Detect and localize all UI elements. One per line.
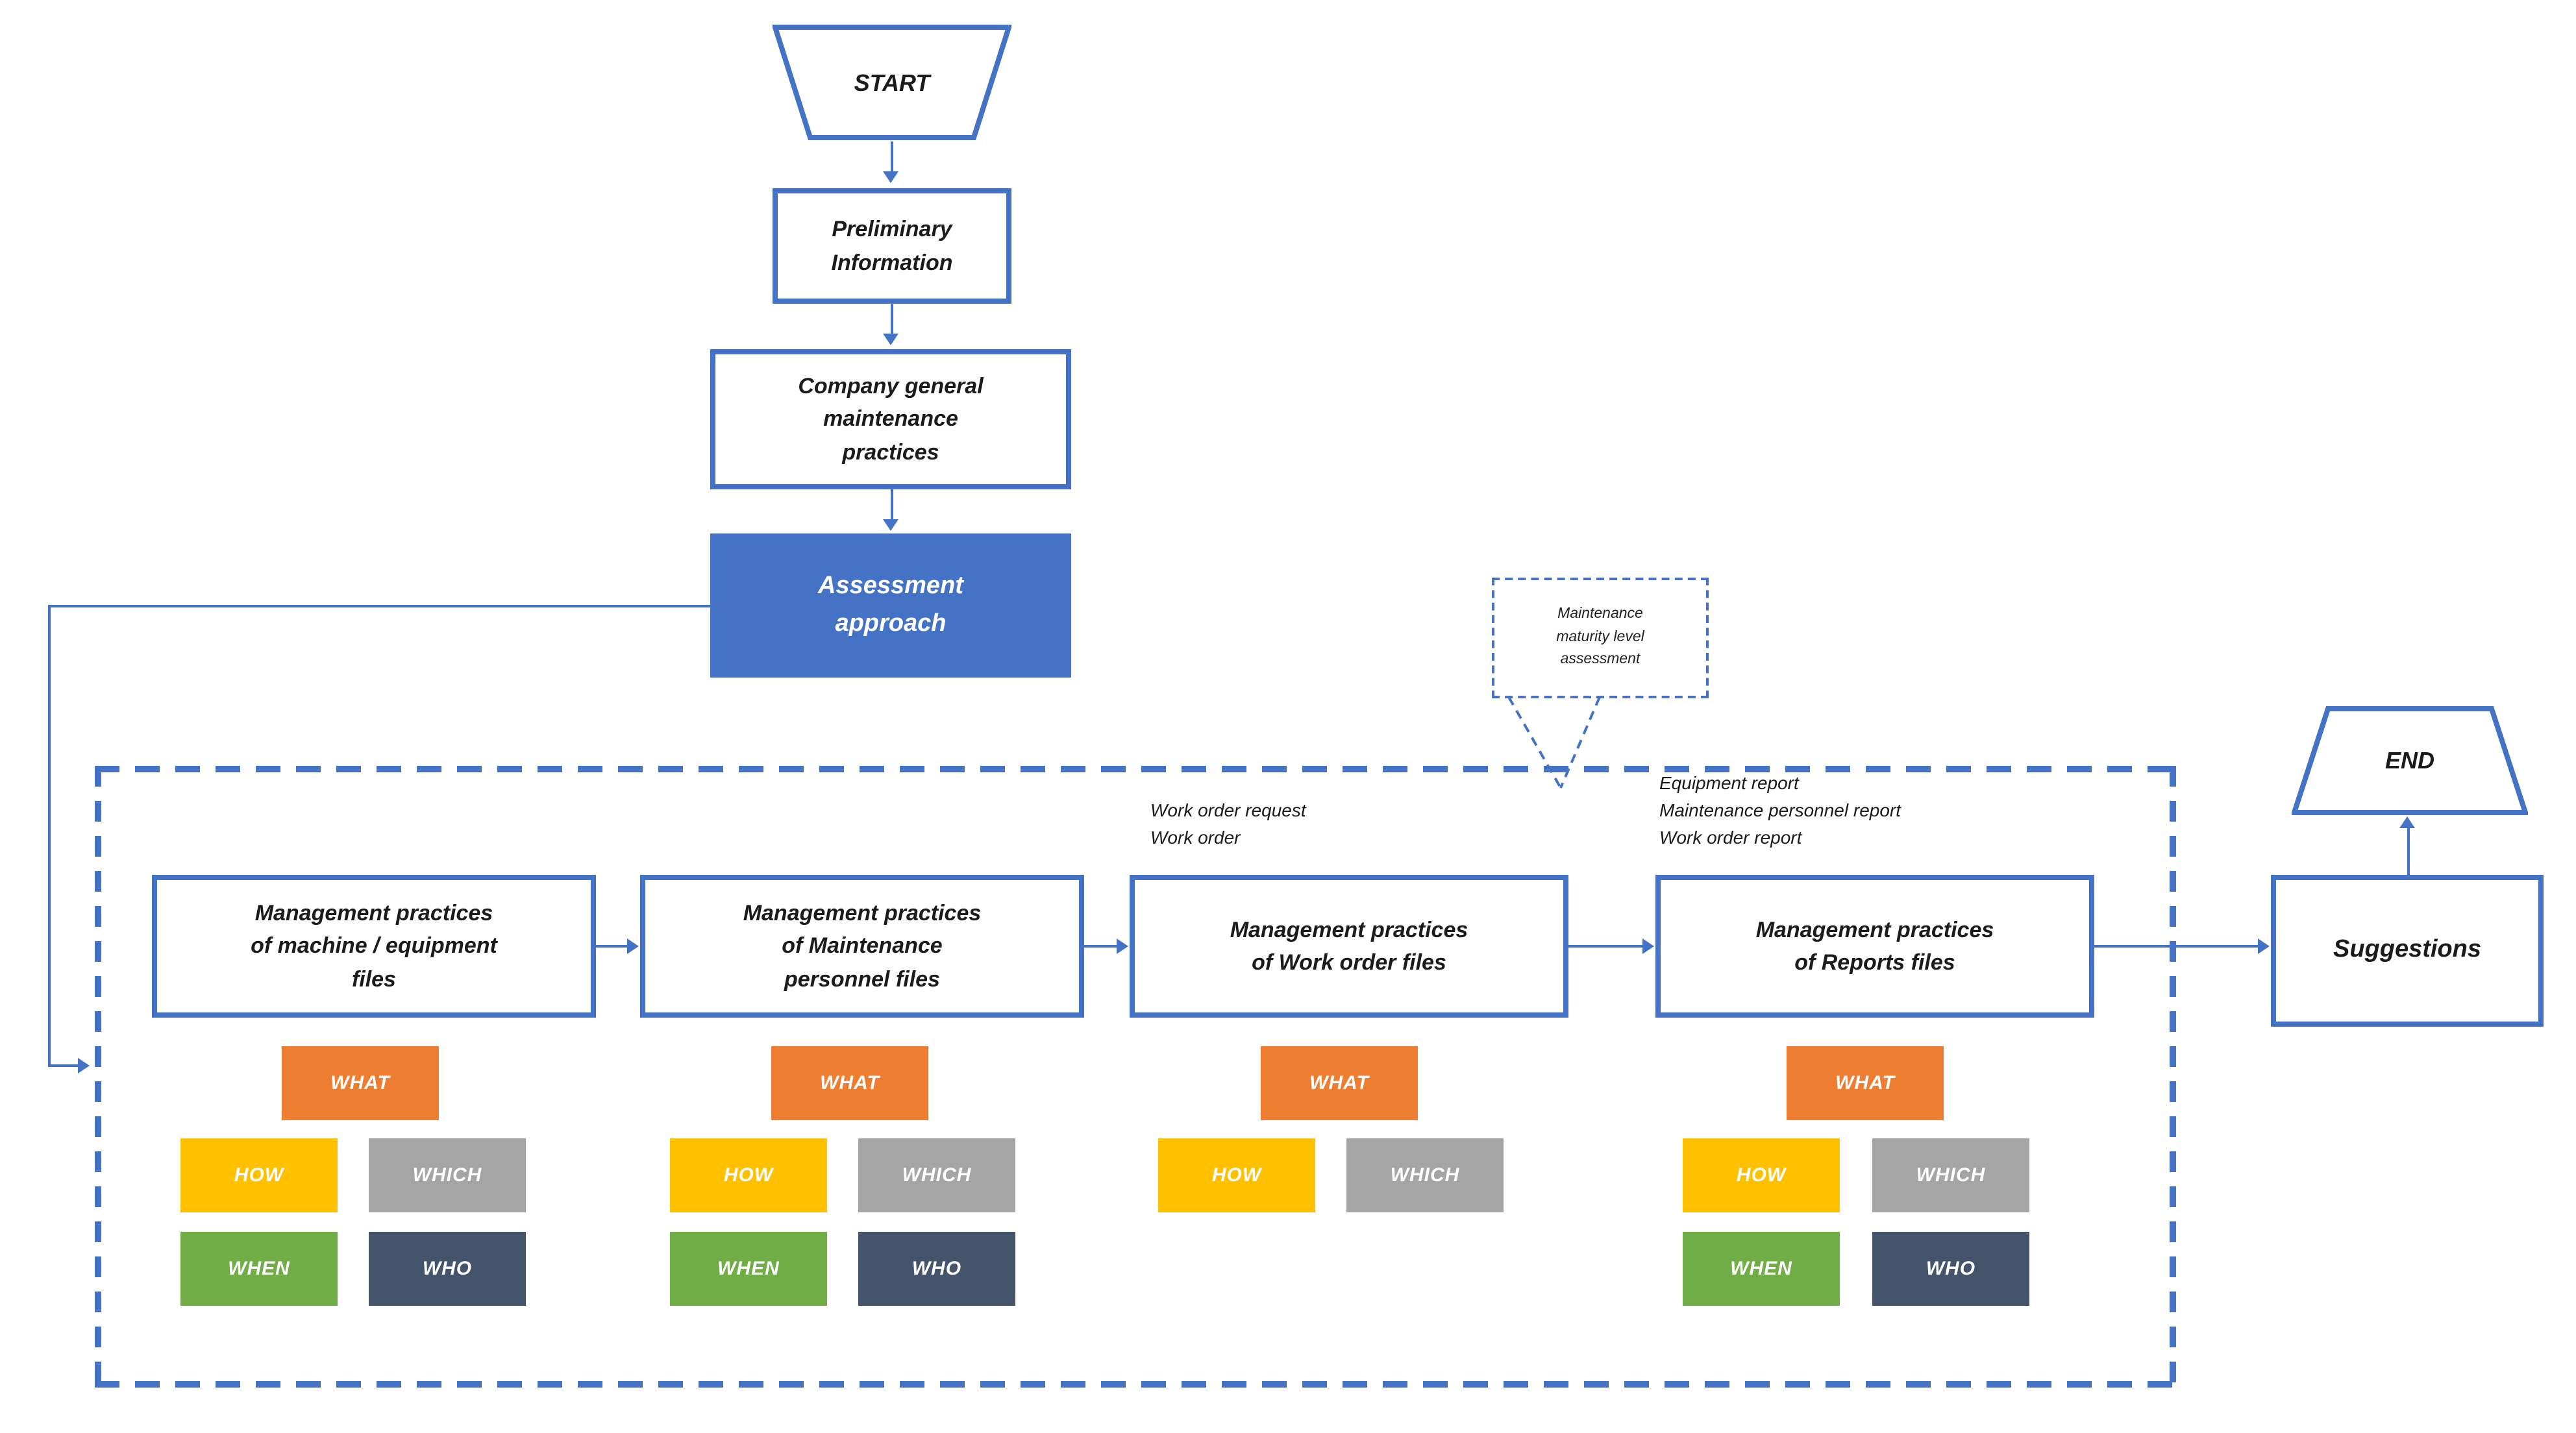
mgmt-box-machine-equipment-label: Management practices of machine / equipm… (251, 900, 497, 992)
mgmt-box-reports-label: Management practices of Reports files (1755, 917, 1994, 975)
mgmt-box-work-order-label: Management practices of Work order files (1230, 917, 1468, 975)
arrowhead-right-icon (627, 938, 639, 954)
tag-who: WHO (369, 1232, 526, 1306)
start-terminator: START (771, 25, 1013, 141)
arrowhead-down-icon (883, 334, 898, 345)
arrowhead-right-icon (2258, 938, 2270, 954)
tag-who: WHO (858, 1232, 1015, 1306)
tag-what: WHAT (1261, 1046, 1418, 1120)
tag-when: WHEN (670, 1232, 827, 1306)
assessment-boundary-left (95, 766, 101, 1388)
tag-which: WHICH (369, 1138, 526, 1212)
mgmt-box-maintenance-personnel: Management practices of Maintenance pers… (640, 875, 1084, 1018)
note-line: Maintenance personnel report (1659, 800, 1901, 820)
tag-what: WHAT (1787, 1046, 1944, 1120)
arrow-box1-to-box2 (596, 945, 628, 948)
arrow-box3-to-box4 (1568, 945, 1644, 948)
tag-which: WHICH (1346, 1138, 1504, 1212)
tag-what: WHAT (282, 1046, 439, 1120)
mgmt-box-maintenance-personnel-label: Management practices of Maintenance pers… (743, 900, 982, 992)
feedback-connector-left (48, 605, 51, 1066)
feedback-connector-top (48, 605, 710, 607)
suggestions-label: Suggestions (2333, 936, 2481, 964)
end-trapezoid-shape (2290, 706, 2529, 815)
company-practices-label: Company general maintenance practices (798, 373, 984, 465)
start-trapezoid-shape (771, 25, 1013, 140)
tag-which: WHICH (858, 1138, 1015, 1212)
note-line: Work order request (1150, 800, 1306, 820)
mgmt-box-work-order: Management practices of Work order files (1130, 875, 1568, 1018)
mgmt-box-reports: Management practices of Reports files (1655, 875, 2094, 1018)
tag-what: WHAT (771, 1046, 928, 1120)
tag-when: WHEN (180, 1232, 338, 1306)
preliminary-information-box: Preliminary Information (773, 188, 1011, 304)
assessment-boundary-top (95, 766, 2176, 772)
arrowhead-up-icon (2399, 816, 2415, 828)
note-line: Equipment report (1659, 772, 1799, 793)
tag-how: HOW (670, 1138, 827, 1212)
end-label: END (2384, 747, 2434, 773)
arrow-box4-to-suggestions (2094, 945, 2259, 948)
end-terminator: END (2290, 706, 2529, 815)
arrowhead-right-icon (1642, 938, 1654, 954)
tag-who: WHO (1872, 1232, 2029, 1306)
arrow-start-to-preliminary (891, 141, 893, 173)
tag-when: WHEN (1683, 1232, 1840, 1306)
arrow-box2-to-box3 (1084, 945, 1118, 948)
tag-which: WHICH (1872, 1138, 2029, 1212)
suggestions-box: Suggestions (2271, 875, 2544, 1027)
arrow-suggestions-to-end (2407, 827, 2410, 875)
maturity-callout: Maintenance maturity level assessment (1492, 578, 1709, 698)
assessment-approach-label: Assessment approach (818, 572, 963, 637)
arrow-company-to-assessment (891, 489, 893, 521)
note-line: Work order report (1659, 827, 1802, 848)
preliminary-information-label: Preliminary Information (831, 217, 953, 275)
arrowhead-down-icon (883, 171, 898, 183)
arrowhead-right-icon (1117, 938, 1128, 954)
work-order-note: Work order request Work order (1150, 797, 1306, 851)
callout-pointer (1507, 697, 1601, 789)
maturity-callout-label: Maintenance maturity level assessment (1556, 606, 1644, 668)
tag-how: HOW (1158, 1138, 1315, 1212)
arrow-preliminary-to-company (891, 304, 893, 335)
tag-how: HOW (1683, 1138, 1840, 1212)
tag-how: HOW (180, 1138, 338, 1212)
mgmt-box-machine-equipment: Management practices of machine / equipm… (152, 875, 596, 1018)
assessment-approach-box: Assessment approach (710, 533, 1071, 678)
note-line: Work order (1150, 827, 1241, 848)
feedback-connector-bottom (48, 1064, 79, 1067)
company-practices-box: Company general maintenance practices (710, 349, 1071, 489)
assessment-boundary-bottom (95, 1381, 2176, 1388)
assessment-boundary-right (2170, 766, 2176, 1388)
arrowhead-down-icon (883, 519, 898, 531)
arrowhead-right-icon (78, 1058, 90, 1073)
start-label: START (854, 69, 930, 95)
reports-note: Equipment report Maintenance personnel r… (1659, 770, 1901, 851)
